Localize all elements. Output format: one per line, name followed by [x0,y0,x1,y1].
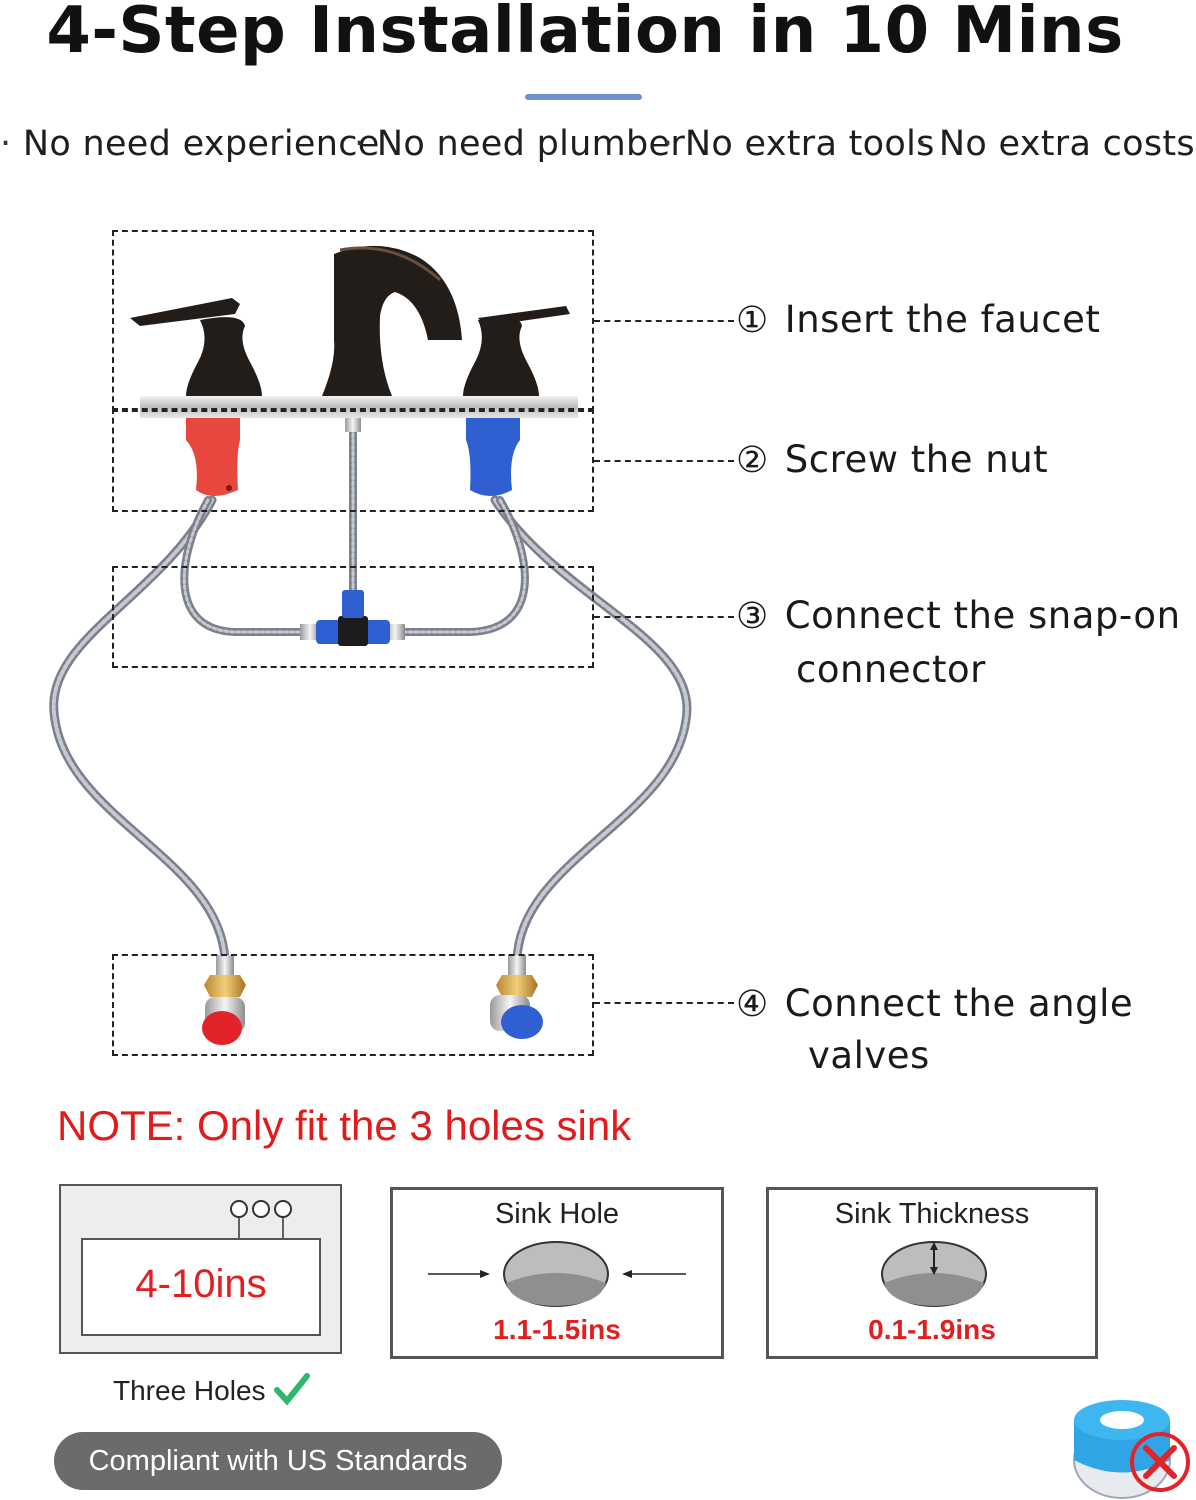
hole-spacing-range: 4-10ins [135,1262,267,1306]
step-number: ③ [736,596,769,637]
feature-list: · No need experience · No need plumber ·… [0,124,1196,168]
sink-hole-value: 1.1-1.5ins [493,1314,621,1345]
ptfe-tape-roll [1073,1400,1171,1499]
feature-item: · No need experience [0,124,380,164]
step-1-leader [594,320,734,322]
sink-thickness-diagram-icon [881,1241,987,1307]
step-3-box [112,566,594,668]
step-1-box [112,230,594,412]
sink-thickness-title: Sink Thickness [834,1198,1030,1230]
step-text: Connect the snap-on [784,594,1181,637]
compliance-badge: Compliant with US Standards [54,1432,502,1490]
step-number: ① [736,300,769,341]
step-text: Insert the faucet [784,298,1101,341]
faucet-body [130,245,570,396]
feature-text: No need experience [22,124,380,164]
deck-plate [140,396,578,418]
three-hole-sink-diagram: 4-10ins [59,1184,342,1354]
step-4-label: ④ Connect the angle [736,982,1133,1025]
sink-hole-title: Sink Hole [494,1198,620,1230]
feature-item: · No extra tools [662,124,935,164]
cold-angle-valve [490,955,543,1039]
sink-thickness-spec: Sink Thickness 0.1-1.9ins [766,1187,1098,1359]
cold-shank [466,418,520,496]
feature-text: No extra tools [684,124,935,164]
step-2-box [112,408,594,512]
sink-hole-spec: Sink Hole 1.1-1.5ins [390,1187,724,1359]
snap-on-connector [300,590,405,646]
step-2-label: ② Screw the nut [736,438,1048,481]
three-holes-caption: Three Holes [113,1370,311,1407]
sink-basin: 4-10ins [81,1238,321,1336]
step-3-label: ③ Connect the snap-on [736,594,1181,637]
step-4-leader [594,1002,734,1004]
step-3-label-line2: connector [796,648,986,691]
sink-hole-diagram-icon [428,1241,686,1307]
step-4-box [112,954,594,1056]
feature-text: No need plumber [376,124,686,164]
step-2-leader [594,460,734,462]
feature-text: No extra costs [938,124,1195,164]
step-3-leader [594,616,734,618]
step-text: Screw the nut [784,438,1049,481]
step-4-label-line2: valves [808,1034,930,1077]
checkmark-icon [274,1373,311,1406]
feature-item: · No need plumber [354,124,686,164]
step-number: ② [736,440,769,481]
hot-angle-valve [202,955,246,1045]
step-1-label: ① Insert the faucet [736,298,1100,341]
title-accent-bar [525,94,642,100]
sink-thickness-value: 0.1-1.9ins [868,1314,996,1345]
page-title: 4-Step Installation in 10 Mins [46,0,1124,68]
step-number: ④ [736,984,769,1025]
hose-lines [49,424,692,965]
hot-shank [186,418,240,496]
not-needed-cross-icon [1130,1432,1190,1492]
three-holes-text: Three Holes [113,1375,266,1406]
step-text: Connect the angle [784,982,1134,1025]
feature-item: · No extra costs [916,124,1195,164]
sink-note: NOTE: Only fit the 3 holes sink [57,1102,632,1149]
